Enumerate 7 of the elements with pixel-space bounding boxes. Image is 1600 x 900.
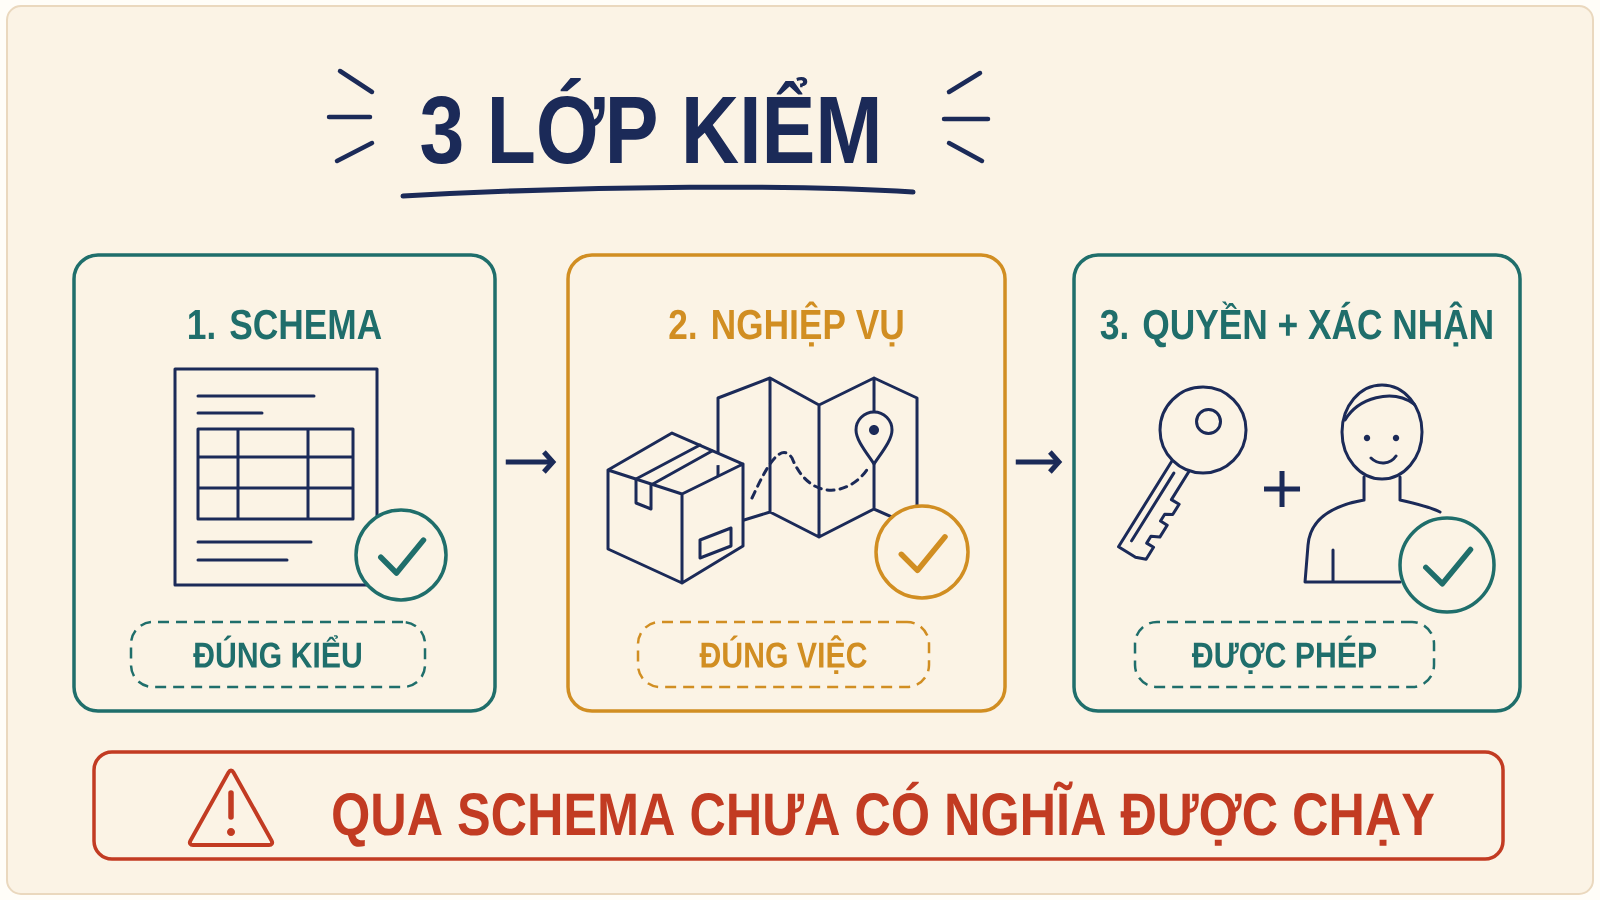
arrow xyxy=(1015,450,1063,474)
warning-banner: QUA SCHEMA CHƯA CÓ NGHĨA ĐƯỢC CHẠY xyxy=(92,750,1505,861)
title: 3 LỚP KIỂM xyxy=(421,77,878,165)
dashed-pill: ĐƯỢC PHÉP xyxy=(1133,620,1436,689)
dashed-pill: ĐÚNG VIỆC xyxy=(636,620,931,689)
dashed-pill: ĐÚNG KIỂU xyxy=(129,620,427,689)
arrow xyxy=(505,450,557,474)
